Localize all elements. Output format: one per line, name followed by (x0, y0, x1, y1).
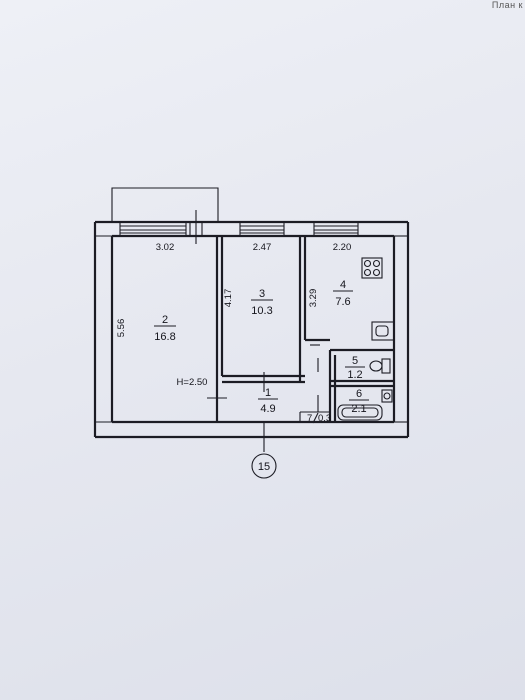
room-2-area: 16.8 (154, 331, 175, 343)
room-5-number: 5 (352, 355, 358, 367)
room-7-area: 0.3 (318, 413, 331, 424)
room-2-number: 2 (162, 314, 168, 326)
room-4-number: 4 (340, 279, 346, 291)
toilet-icon (369, 358, 391, 374)
room-3-area: 10.3 (251, 305, 272, 317)
room-1-number: 1 (265, 387, 271, 399)
room-2-label: 2 16.8 (154, 314, 176, 343)
dim-room3-width: 2.47 (253, 242, 272, 253)
room-3-label: 3 10.3 (251, 288, 273, 317)
corner-header-text: План к (491, 0, 523, 10)
dim-room4-length: 3.29 (308, 289, 319, 308)
bathtub-icon (337, 404, 383, 421)
dim-room2-width: 3.02 (156, 242, 175, 253)
room-5-label: 5 1.2 (345, 355, 365, 381)
balcony (111, 187, 219, 222)
kitchen-sink-icon (371, 321, 395, 341)
stove-icon (361, 257, 383, 279)
interior-walls (215, 236, 394, 422)
room-1-label: 1 4.9 (258, 387, 278, 415)
ceiling-height: H=2.50 (177, 377, 208, 388)
room-7-label: 7 0.3 (307, 412, 331, 424)
axis-marker-label: 15 (258, 461, 270, 473)
door-marks (207, 344, 320, 452)
windows (119, 210, 359, 244)
room-6-label: 6 2.1 (349, 388, 369, 415)
axis-marker (251, 453, 277, 479)
room-7-number: 7 (307, 413, 312, 424)
room-4-label: 4 7.6 (333, 279, 353, 308)
room-3-number: 3 (259, 288, 265, 300)
room-6-number: 6 (356, 388, 362, 400)
dim-room2-length: 5.56 (116, 319, 127, 338)
room-4-area: 7.6 (335, 296, 350, 308)
dim-room4-width: 2.20 (333, 242, 352, 253)
room-6-area: 2.1 (351, 403, 366, 415)
dim-room3-length: 4.17 (223, 289, 234, 308)
room-5-area: 1.2 (347, 369, 362, 381)
room-1-area: 4.9 (260, 403, 275, 415)
washbasin-icon (381, 389, 393, 403)
